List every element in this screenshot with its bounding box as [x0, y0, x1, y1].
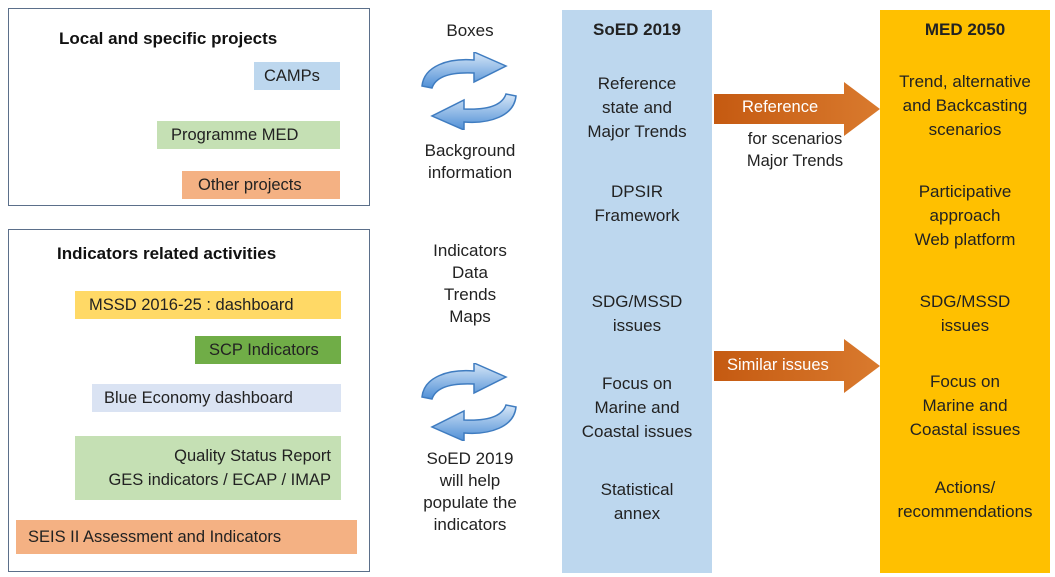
indicators-title: Indicators related activities	[57, 244, 277, 263]
background-information-label: Background information	[424, 141, 516, 182]
med-item-actions: Actions/ recommendations	[897, 478, 1033, 521]
tag-blue-economy: Blue Economy dashboard	[92, 384, 341, 412]
local-projects-panel: Local and specific projects CAMPs Progra…	[8, 8, 370, 206]
med-title: MED 2050	[924, 20, 1006, 39]
soed-item-focus: Focus on Marine and Coastal issues	[581, 374, 693, 441]
reference-arrow-subtext: for scenarios Major Trends	[746, 130, 844, 170]
indicators-panel: Indicators related activities MSSD 2016-…	[8, 229, 370, 572]
soed-title: SoED 2019	[593, 20, 681, 39]
populate-indicators-label: SoED 2019 will help populate the indicat…	[423, 449, 517, 534]
soed-item-statistical: Statistical annex	[600, 480, 674, 523]
local-projects-title: Local and specific projects	[59, 29, 278, 48]
tag-scp-indicators: SCP Indicators	[195, 336, 341, 364]
boxes-label: Boxes	[446, 21, 494, 40]
indicators-data-label: Indicators Data Trends Maps	[433, 241, 507, 326]
soed-item-dpsir: DPSIR Framework	[594, 182, 680, 225]
med-item-participative: Participative approach Web platform	[914, 182, 1016, 249]
right-arrow-icon	[714, 82, 880, 136]
tag-camps: CAMPs	[254, 62, 340, 90]
tag-quality-status: Quality Status Report GES indicators / E…	[75, 436, 341, 500]
soed-item-reference: Reference state and Major Trends	[587, 74, 687, 141]
med-item-scenarios: Trend, alternative and Backcasting scena…	[899, 72, 1031, 139]
tag-mssd-dashboard: MSSD 2016-25 : dashboard	[75, 291, 341, 319]
right-arrow-icon	[714, 339, 880, 393]
refresh-cycle-icon	[421, 52, 517, 130]
reference-arrow-label: Reference	[742, 98, 819, 116]
tag-seis-assessment: SEIS II Assessment and Indicators	[16, 520, 357, 554]
med-2050-column: MED 2050 Trend, alternative and Backcast…	[880, 10, 1050, 573]
med-item-sdg: SDG/MSSD issues	[919, 292, 1011, 335]
tag-programme-med: Programme MED	[157, 121, 340, 149]
med-item-focus: Focus on Marine and Coastal issues	[909, 372, 1021, 439]
soed-2019-column: SoED 2019 Reference state and Major Tren…	[562, 10, 712, 573]
similar-issues-arrow-label: Similar issues	[727, 356, 829, 374]
refresh-cycle-icon	[421, 363, 517, 441]
soed-item-sdg: SDG/MSSD issues	[591, 292, 683, 335]
tag-other-projects: Other projects	[182, 171, 340, 199]
